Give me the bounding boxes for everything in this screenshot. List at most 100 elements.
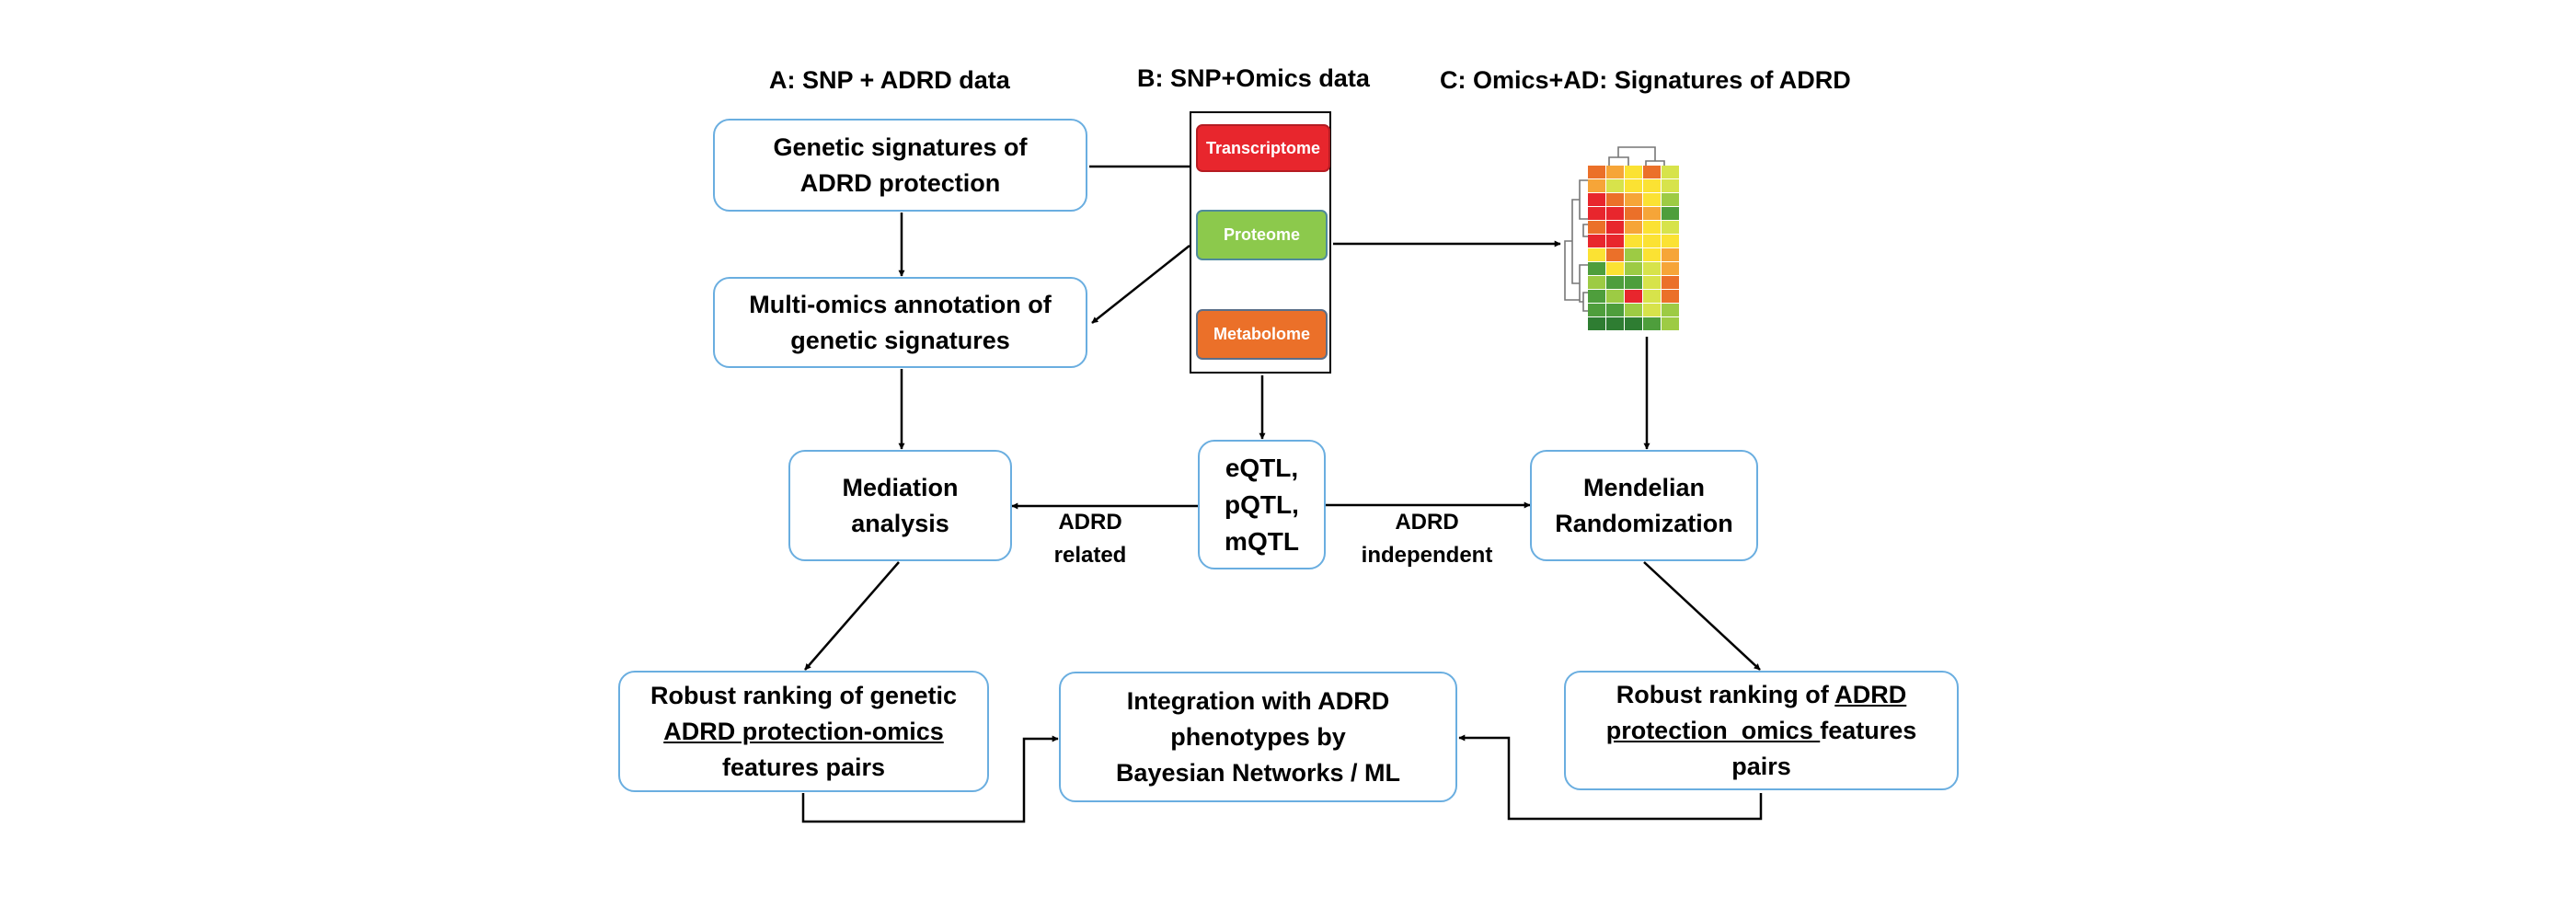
heatmap-cell <box>1643 221 1661 234</box>
box-line: Mediation <box>842 473 959 501</box>
label-line: ADRD <box>1058 510 1122 535</box>
heatmap-cell <box>1662 166 1679 178</box>
heatmap-cell <box>1625 276 1642 289</box>
heatmap-cell <box>1662 262 1679 275</box>
heatmap-cell <box>1662 193 1679 206</box>
heatmap-cell <box>1588 221 1605 234</box>
box-multi-omics-annotation[interactable]: Multi-omics annotation of genetic signat… <box>713 277 1087 368</box>
heatmap-cell <box>1625 207 1642 220</box>
heatmap-cell <box>1606 235 1624 247</box>
label-adrd-independent: ADRD independent <box>1349 506 1505 572</box>
heatmap-cell <box>1643 235 1661 247</box>
omics-transcriptome[interactable]: Transcriptome <box>1196 124 1330 172</box>
heatmap-cell <box>1606 166 1624 178</box>
heatmap-cell <box>1606 193 1624 206</box>
arrow-omics-panel-to-multiomics <box>1091 245 1190 324</box>
header-omics-ad: C: Omics+AD: Signatures of ADRD <box>1440 66 1851 94</box>
box-genetic-signatures[interactable]: Genetic signatures of ADRD protection <box>713 119 1087 212</box>
label-line: related <box>1053 543 1127 568</box>
heatmap-cell <box>1606 221 1624 234</box>
box-mediation-analysis[interactable]: Mediation analysis <box>788 450 1012 561</box>
heatmap-dendrogram <box>1564 146 1665 312</box>
heatmap-cell <box>1662 304 1679 316</box>
box-line: Multi-omics annotation of <box>749 290 1052 318</box>
heatmap-cell <box>1625 248 1642 261</box>
heatmap-cell <box>1588 248 1605 261</box>
box-line: pairs <box>1731 752 1791 780</box>
heatmap-cell <box>1606 207 1624 220</box>
box-line: ADRD protection <box>799 168 1001 197</box>
box-line: genetic signatures <box>790 326 1010 354</box>
box-qtl[interactable]: eQTL, pQTL, mQTL <box>1198 440 1326 569</box>
arrow-mendelian-to-ranking-omics <box>1643 561 1761 671</box>
box-line: Genetic signatures of <box>773 132 1028 161</box>
omics-proteome[interactable]: Proteome <box>1196 210 1328 260</box>
heatmap-cell <box>1625 290 1642 303</box>
heatmap-cell <box>1625 166 1642 178</box>
box-ranking-omics-pairs[interactable]: Robust ranking of ADRD protection omics … <box>1564 671 1959 790</box>
heatmap-cell <box>1588 290 1605 303</box>
heatmap-cell <box>1588 166 1605 178</box>
heatmap-cell <box>1662 235 1679 247</box>
heatmap-cell <box>1643 166 1661 178</box>
heatmap-cell <box>1588 179 1605 192</box>
heatmap-cell <box>1588 317 1605 330</box>
heatmap-cell <box>1606 248 1624 261</box>
box-line-underlined: protection omics <box>1605 716 1821 744</box>
heatmap-cell <box>1625 179 1642 192</box>
heatmap-cell <box>1643 193 1661 206</box>
heatmap-cell <box>1643 276 1661 289</box>
box-line: Robust ranking of <box>1616 680 1835 708</box>
heatmap-cell <box>1662 290 1679 303</box>
heatmap-cell <box>1606 179 1624 192</box>
heatmap-cell <box>1588 235 1605 247</box>
header-snp-omics: B: SNP+Omics data <box>1137 64 1370 92</box>
heatmap-cell <box>1625 221 1642 234</box>
omics-metabolome[interactable]: Metabolome <box>1196 309 1328 360</box>
arrow-mediation-to-ranking-genetic <box>804 561 900 671</box>
heatmap-cell <box>1662 248 1679 261</box>
box-line: mQTL <box>1225 526 1299 556</box>
heatmap-cell <box>1588 304 1605 316</box>
box-line: features pairs <box>721 753 886 781</box>
header-snp-adrd: A: SNP + ADRD data <box>769 66 1010 94</box>
heatmap-cell <box>1643 304 1661 316</box>
heatmap-cell <box>1606 262 1624 275</box>
heatmap-cell <box>1662 317 1679 330</box>
heatmap-cell <box>1588 276 1605 289</box>
box-line: analysis <box>851 509 949 537</box>
heatmap-cell <box>1625 193 1642 206</box>
box-line: pQTL, <box>1225 489 1299 519</box>
box-mendelian-randomization[interactable]: Mendelian Randomization <box>1530 450 1758 561</box>
heatmap-cell <box>1643 248 1661 261</box>
heatmap-cell <box>1643 207 1661 220</box>
arrow-ranking-omics-to-integration <box>1458 734 1763 821</box>
heatmap-cell <box>1643 179 1661 192</box>
label-line: ADRD <box>1395 510 1459 535</box>
box-line-underlined: ADRD protection-omics <box>663 717 944 745</box>
heatmap-cell <box>1662 207 1679 220</box>
box-line: phenotypes by <box>1170 722 1346 751</box>
heatmap-cell <box>1643 290 1661 303</box>
label-adrd-related: ADRD related <box>1049 506 1132 572</box>
heatmap-cell <box>1606 276 1624 289</box>
box-integration-bayesian[interactable]: Integration with ADRD phenotypes by Baye… <box>1059 672 1457 802</box>
heatmap-cell <box>1625 304 1642 316</box>
arrow-ranking-genetic-to-integration <box>801 735 1059 823</box>
heatmap-cell <box>1625 317 1642 330</box>
box-line-underlined: ADRD <box>1834 680 1907 708</box>
heatmap-cell <box>1606 304 1624 316</box>
heatmap-cell <box>1625 262 1642 275</box>
box-line: features <box>1820 716 1917 744</box>
heatmap-cell <box>1662 221 1679 234</box>
box-ranking-genetic-pairs[interactable]: Robust ranking of genetic ADRD protectio… <box>618 671 989 792</box>
box-line: Robust ranking of genetic <box>650 681 958 709</box>
box-line: eQTL, <box>1225 453 1299 482</box>
heatmap-cell <box>1606 317 1624 330</box>
heatmap-cell <box>1643 262 1661 275</box>
heatmap-cell <box>1662 276 1679 289</box>
box-line: Mendelian <box>1582 473 1706 501</box>
